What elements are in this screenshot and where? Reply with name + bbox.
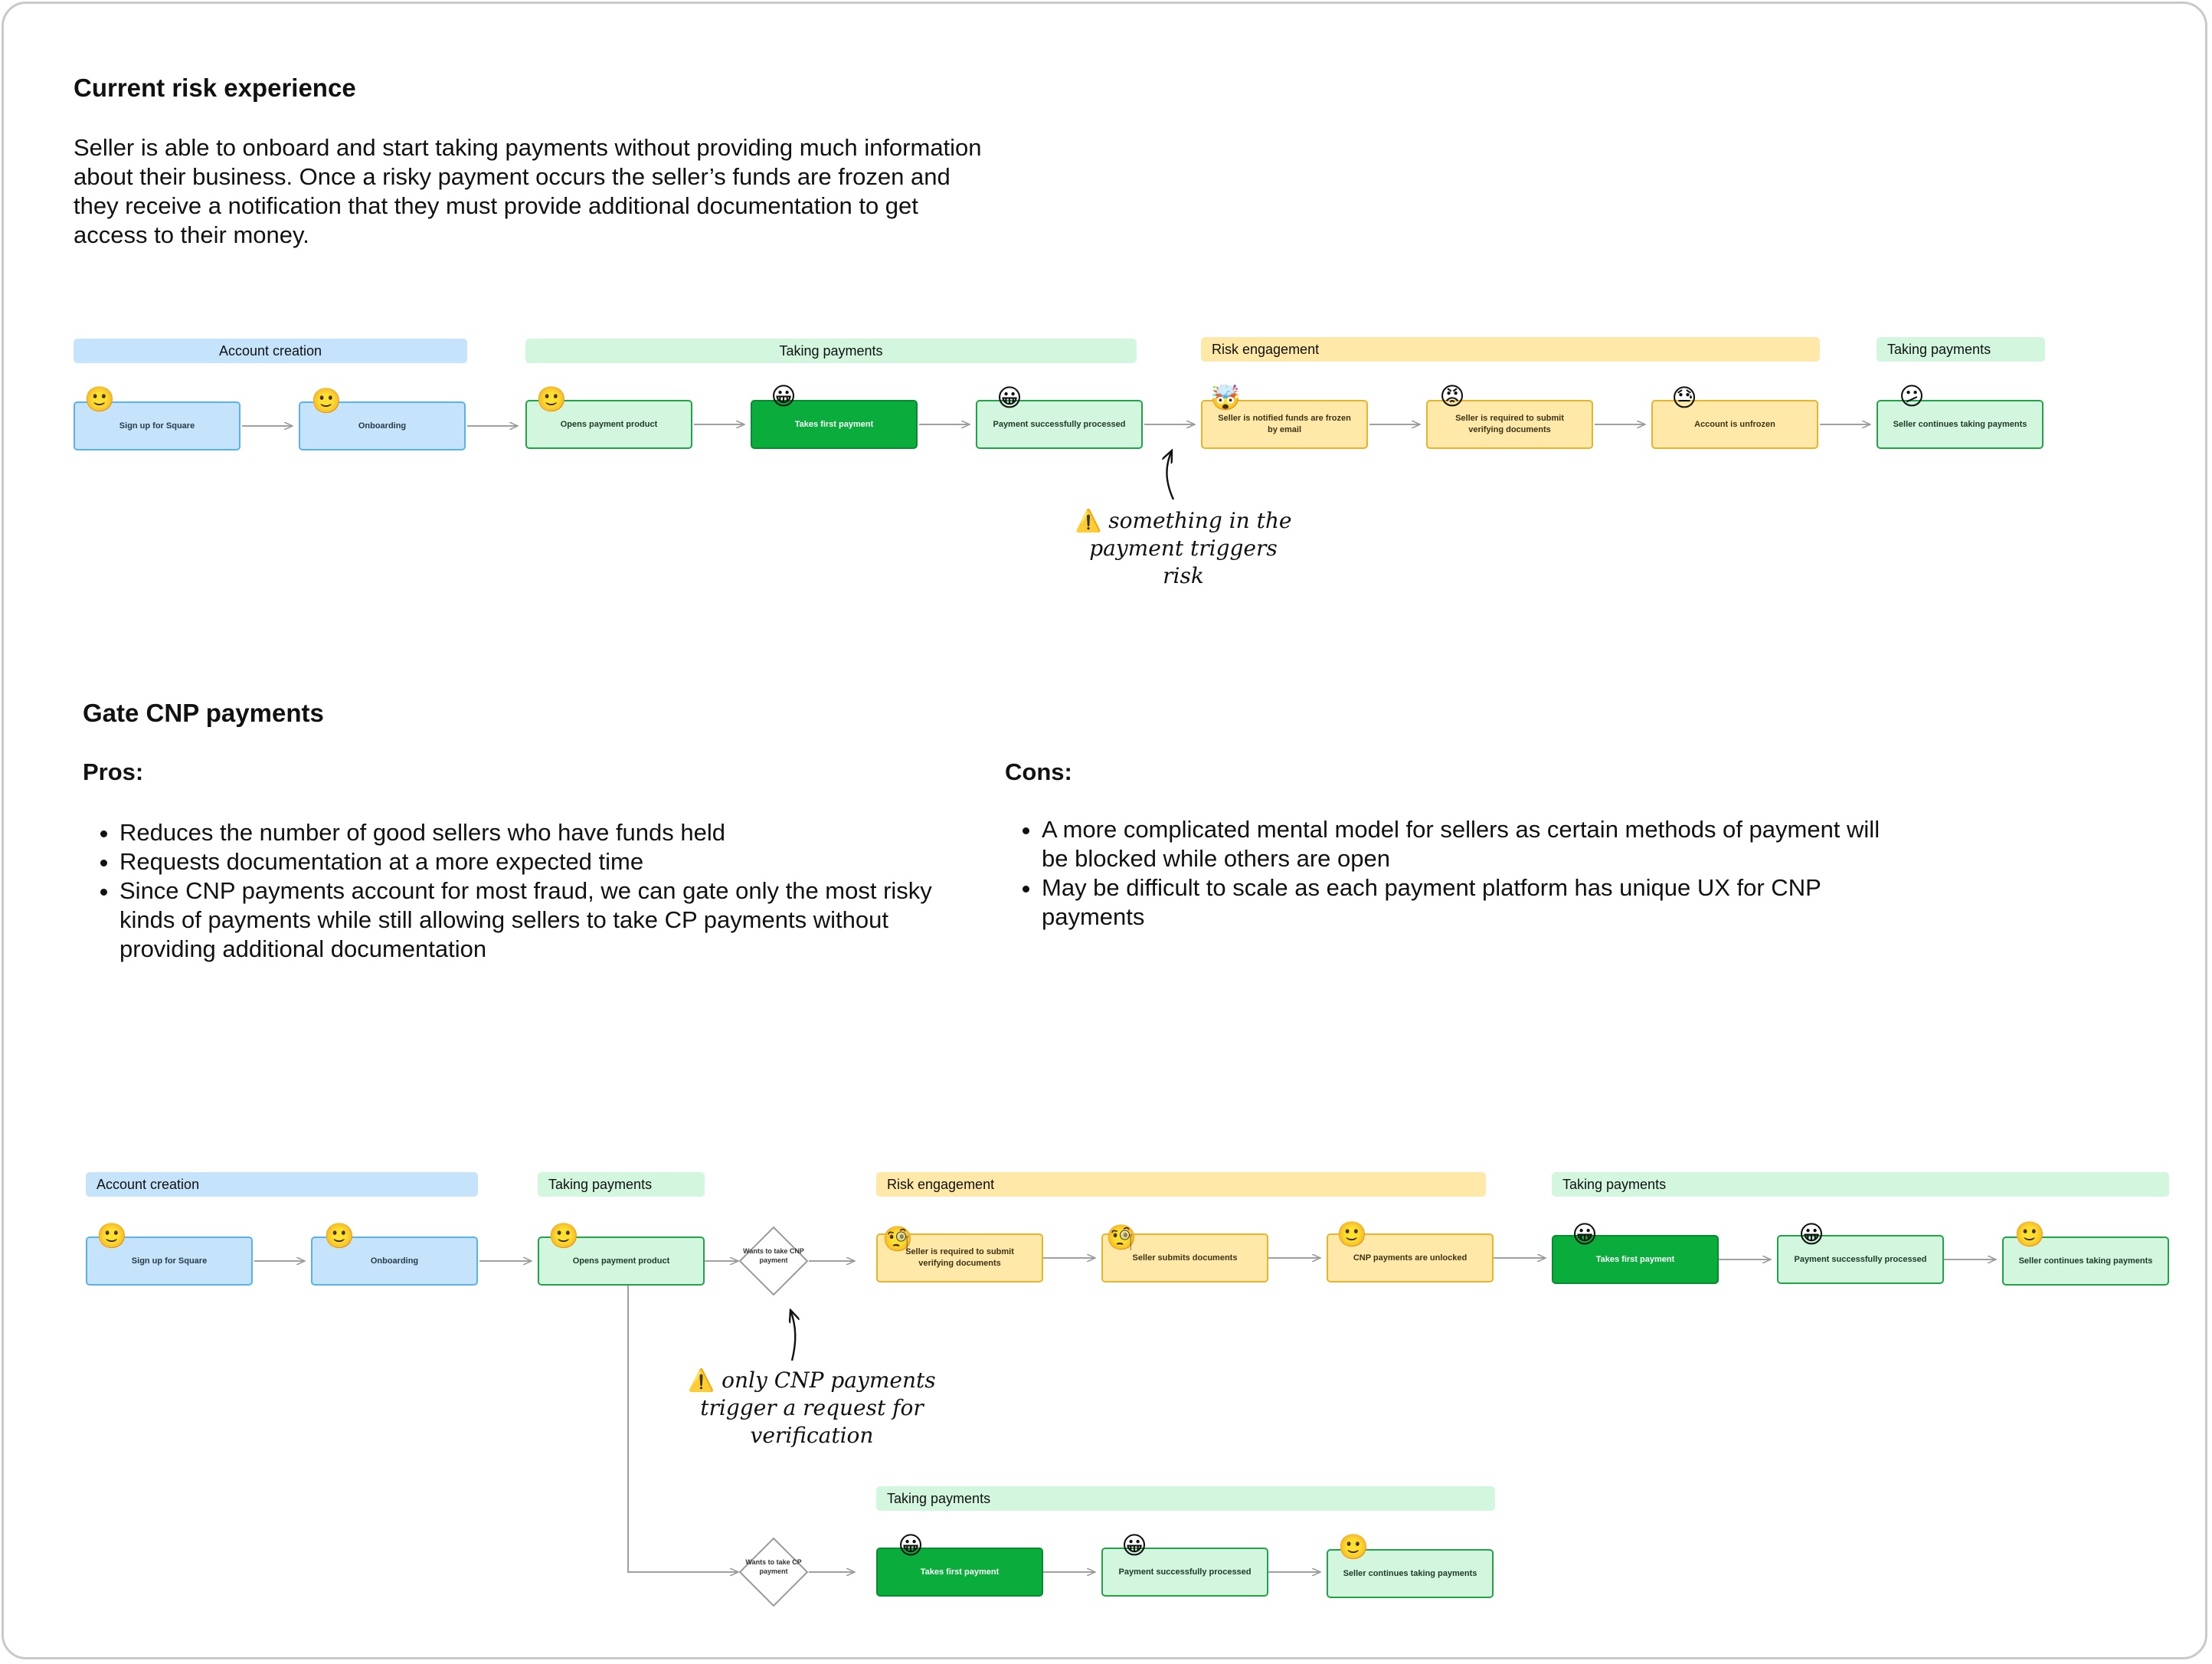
slight-smile-emoji-icon: 🙂 (548, 1221, 579, 1250)
sweat-emoji-icon: 😓 (1671, 383, 1697, 412)
pros-item: Since CNP payments account for most frau… (119, 876, 979, 964)
node-seller-notified[interactable]: Seller is notified funds are frozen by e… (1201, 400, 1368, 449)
node-required-documents-2[interactable]: Seller is required to submit verifying d… (876, 1233, 1043, 1282)
node-payment-processed[interactable]: Payment successfully processed (976, 400, 1143, 449)
cons-item: May be difficult to scale as each paymen… (1042, 873, 1909, 932)
decision-diamond-cp (738, 1537, 809, 1607)
slight-smile-emoji-icon: 🙂 (1337, 1220, 1367, 1249)
node-cp-continues-taking[interactable]: Seller continues taking payments (1327, 1549, 1494, 1598)
cons-heading: Cons: (1005, 758, 1072, 785)
decision-cp-label: Wants to take CP payment (745, 1558, 802, 1575)
cnp-trigger-note: ⚠️ only CNP payments trigger a request f… (666, 1367, 957, 1449)
node-cp-takes-first-payment[interactable]: Takes first payment (876, 1548, 1043, 1597)
node-onboarding[interactable]: Onboarding (299, 401, 466, 450)
slight-smile-emoji-icon: 🙂 (311, 386, 342, 415)
pros-heading: Pros: (83, 758, 144, 785)
node-continues-taking[interactable]: Seller continues taking payments (1877, 400, 2043, 449)
node-opens-payment-product-2[interactable]: Opens payment product (538, 1237, 705, 1286)
band-taking-payments-end-2: Taking payments (1552, 1172, 2169, 1197)
band-taking-payments: Taking payments (525, 339, 1137, 363)
decision-cnp-label: Wants to take CNP payment (743, 1247, 804, 1264)
grin-emoji-icon: 😀 (898, 1531, 924, 1560)
grin-emoji-icon: 😀 (771, 382, 797, 411)
cnp-trigger-note-text: only CNP payments trigger a request for … (700, 1368, 936, 1448)
confused-emoji-icon: 😕 (1899, 382, 1925, 411)
risk-trigger-note: ⚠️ something in the payment triggers ris… (1072, 507, 1294, 590)
band-account-creation-2: Account creation (86, 1172, 478, 1197)
connector (627, 1286, 738, 1572)
pointer-arrow (1167, 450, 1175, 500)
warning-icon: ⚠️ (688, 1368, 715, 1393)
pros-item: Reduces the number of good sellers who h… (119, 818, 979, 847)
section1-title: Current risk experience (74, 74, 356, 102)
node-onboarding-2[interactable]: Onboarding (311, 1237, 478, 1286)
angry-emoji-icon: 😡 (1439, 382, 1465, 411)
node-takes-first-payment-2[interactable]: Takes first payment (1552, 1235, 1719, 1284)
pointer-arrow (790, 1310, 795, 1361)
slight-smile-emoji-icon: 🙂 (536, 385, 567, 414)
node-sign-up[interactable]: Sign up for Square (74, 401, 241, 450)
grin-emoji-icon: 😀 (996, 383, 1023, 412)
slight-smile-emoji-icon: 🙂 (97, 1221, 127, 1250)
grin-emoji-icon: 😀 (1798, 1220, 1824, 1249)
node-account-unfrozen[interactable]: Account is unfrozen (1651, 400, 1818, 449)
section1-description: Seller is able to onboard and start taki… (74, 134, 982, 248)
node-required-documents[interactable]: Seller is required to submit verifying d… (1426, 400, 1593, 449)
node-takes-first-payment[interactable]: Takes first payment (751, 400, 918, 449)
band-taking-payments-end: Taking payments (1877, 337, 2045, 362)
slight-smile-emoji-icon: 🙂 (1338, 1532, 1369, 1561)
section2-title: Gate CNP payments (83, 699, 324, 727)
band-taking-payments-2: Taking payments (538, 1172, 705, 1197)
slight-smile-emoji-icon: 🙂 (2014, 1220, 2045, 1249)
grin-emoji-icon: 😀 (1572, 1220, 1598, 1249)
band-account-creation: Account creation (74, 339, 467, 363)
cons-item: A more complicated mental model for sell… (1042, 815, 1909, 873)
slight-smile-emoji-icon: 🙂 (324, 1221, 355, 1250)
node-opens-payment-product[interactable]: Opens payment product (525, 400, 692, 449)
node-sign-up-2[interactable]: Sign up for Square (86, 1237, 253, 1286)
node-cp-payment-processed[interactable]: Payment successfully processed (1101, 1548, 1268, 1597)
node-cnp-unlocked[interactable]: CNP payments are unlocked (1327, 1233, 1494, 1282)
pros-list: Reduces the number of good sellers who h… (83, 818, 979, 964)
node-continues-taking-2[interactable]: Seller continues taking payments (2002, 1237, 2169, 1286)
risk-trigger-note-text: something in the payment triggers risk (1089, 508, 1292, 588)
node-submits-documents[interactable]: Seller submits documents (1101, 1233, 1268, 1282)
monocle-emoji-icon: 🧐 (1106, 1223, 1137, 1252)
warning-icon: ⚠️ (1075, 508, 1102, 533)
monocle-emoji-icon: 🧐 (882, 1224, 913, 1253)
exploding-head-emoji-icon: 🤯 (1210, 383, 1241, 412)
cons-list: A more complicated mental model for sell… (1005, 815, 1909, 932)
pros-item: Requests documentation at a more expecte… (119, 847, 979, 876)
node-payment-processed-2[interactable]: Payment successfully processed (1777, 1235, 1944, 1284)
band-risk-engagement-2: Risk engagement (876, 1172, 1486, 1197)
decision-diamond-cnp (738, 1226, 809, 1296)
band-risk-engagement: Risk engagement (1201, 337, 1820, 362)
grin-emoji-icon: 😀 (1121, 1531, 1147, 1560)
slight-smile-emoji-icon: 🙂 (84, 385, 115, 414)
band-taking-payments-cp: Taking payments (876, 1486, 1495, 1511)
